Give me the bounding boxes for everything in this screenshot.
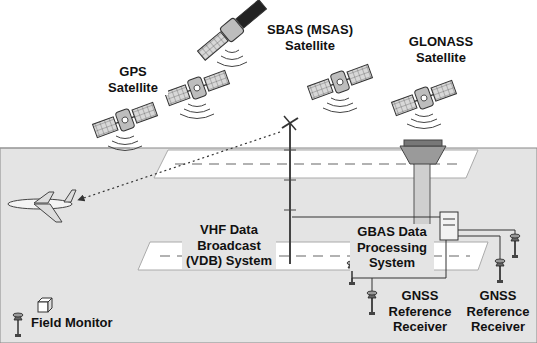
reference-receiver-antenna xyxy=(495,259,505,283)
gps-satellite xyxy=(164,68,231,119)
system-label: GBAS Data Processing System xyxy=(350,224,434,271)
reference-receiver-antenna xyxy=(367,291,377,315)
signal-waves xyxy=(217,50,247,67)
airplane xyxy=(8,190,76,222)
satellite-label: GPS Satellite xyxy=(98,64,168,95)
control-tower xyxy=(400,140,446,234)
vdb-broadcast-link xyxy=(78,132,280,200)
receiver-label: GNSS Reference Receiver xyxy=(382,288,458,335)
satellite-label: SBAS (MSAS) Satellite xyxy=(262,22,358,53)
system-label: VHF Data Broadcast (VDB) System xyxy=(182,222,276,269)
reference-receiver-antenna xyxy=(510,234,520,258)
gbas-processing-unit xyxy=(440,212,458,240)
receiver-label: GNSS Reference Receiver xyxy=(462,288,534,335)
field-monitor-box xyxy=(38,298,52,312)
satellite-label: GLONASS Satellite xyxy=(404,34,478,65)
monitor-label: Field Monitor xyxy=(30,315,114,331)
vdb-antenna-mast xyxy=(282,116,298,264)
gps-satellite xyxy=(92,100,159,151)
sbas-satellite xyxy=(196,0,269,63)
glonass-satellite xyxy=(391,78,458,129)
field-monitor-antenna xyxy=(13,313,23,337)
ground-area xyxy=(0,148,537,343)
gps-satellite xyxy=(307,62,374,113)
